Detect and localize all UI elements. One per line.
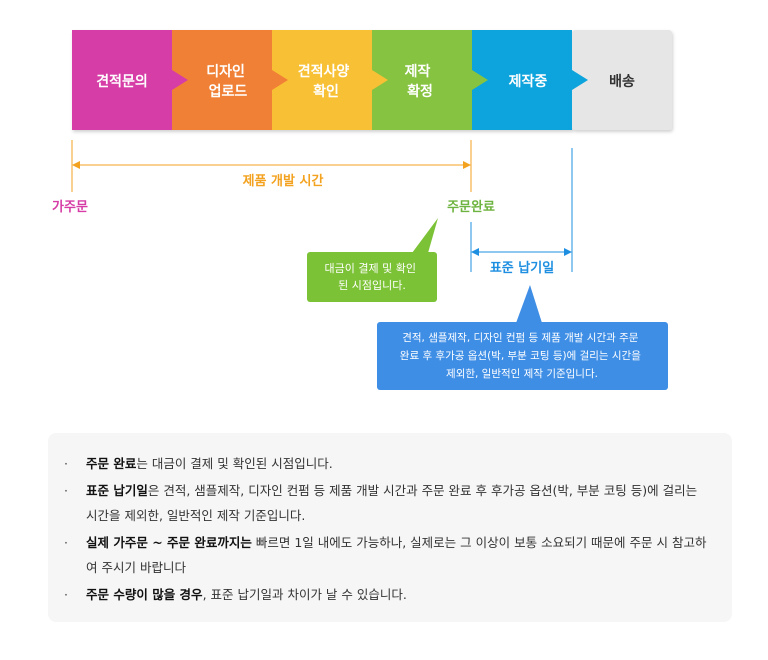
note-bold: 주문 수량이 많을 경우 xyxy=(86,587,203,602)
step-box-spec xyxy=(272,30,388,130)
step-label-inquiry: 견적문의 xyxy=(96,73,148,90)
step-label-upload: 디자인 업로드 xyxy=(206,63,250,100)
note-item: · 표준 납기일은 견적, 샘플제작, 디자인 컨펌 등 제품 개발 시간과 주문… xyxy=(64,478,708,528)
step-label-delivery: 배송 xyxy=(609,74,635,90)
bullet: · xyxy=(64,587,68,602)
dev-arrowhead-right xyxy=(463,161,471,169)
std-delivery-label: 표준 납기일 xyxy=(490,261,554,276)
callout-green-pointer xyxy=(412,218,438,253)
note-bold: 주문 완료 xyxy=(86,456,137,471)
note-bold: 실제 가주문 ~ 주문 완료까지는 xyxy=(86,535,252,550)
std-arrowhead-left xyxy=(471,248,479,256)
callout-green-text: 대금이 결제 및 확인 된 시점입니다. xyxy=(325,262,420,292)
step-box-delivery xyxy=(572,30,672,130)
note-item: · 주문 수량이 많을 경우, 표준 납기일과 차이가 날 수 있습니다. xyxy=(64,582,708,607)
step-box-production xyxy=(472,30,588,130)
order-complete-label: 주문완료 xyxy=(447,200,495,215)
note-bold: 표준 납기일 xyxy=(86,483,148,498)
note-item: · 주문 완료는 대금이 결제 및 확인된 시점입니다. xyxy=(64,451,708,476)
bullet: · xyxy=(64,456,68,471)
note-text: , 표준 납기일과 차이가 날 수 있습니다. xyxy=(202,587,407,602)
std-delivery-span: 표준 납기일 xyxy=(470,148,573,276)
std-arrowhead-right xyxy=(564,248,572,256)
callout-std-delivery: 견적, 샘플제작, 디자인 컨펌 등 제품 개발 시간과 주문 완료 후 후가공… xyxy=(377,285,668,390)
dev-arrowhead-left xyxy=(72,161,80,169)
bullet: · xyxy=(64,483,68,498)
callout-blue-box xyxy=(377,322,668,390)
notes-list: · 주문 완료는 대금이 결제 및 확인된 시점입니다. · 표준 납기일은 견적,… xyxy=(48,433,732,607)
note-item: · 실제 가주문 ~ 주문 완료까지는 빠르면 1일 내에도 가능하나, 실제로는… xyxy=(64,530,708,580)
process-steps xyxy=(72,30,672,130)
step-box-inquiry xyxy=(72,30,188,130)
step-label-production: 제작중 xyxy=(509,73,548,90)
callout-blue-pointer xyxy=(516,285,542,323)
note-text: 은 견적, 샘플제작, 디자인 컨펌 등 제품 개발 시간과 주문 완료 후 후… xyxy=(86,483,698,523)
step-box-upload xyxy=(172,30,288,130)
step-label-confirm: 제작 확정 xyxy=(405,63,436,100)
dev-time-label: 제품 개발 시간 xyxy=(243,173,324,189)
callout-green-box xyxy=(307,252,437,302)
notes-panel: · 주문 완료는 대금이 결제 및 확인된 시점입니다. · 표준 납기일은 견적,… xyxy=(48,433,732,622)
callout-order-complete: 대금이 결제 및 확인 된 시점입니다. xyxy=(307,218,438,302)
bullet: · xyxy=(64,535,68,550)
step-box-confirm xyxy=(372,30,488,130)
note-text: 는 대금이 결제 및 확인된 시점입니다. xyxy=(136,456,333,471)
dev-time-span: 제품 개발 시간 xyxy=(71,140,472,192)
step-label-spec: 견적사양 확인 xyxy=(298,63,354,100)
note-text: 빠르면 1일 내에도 가능하나, 실제로는 그 이상이 보통 소요되기 때문에 … xyxy=(86,535,707,575)
pre-order-label: 가주문 xyxy=(52,200,88,215)
callout-blue-text: 견적, 샘플제작, 디자인 컨펌 등 제품 개발 시간과 주문 완료 후 후가공… xyxy=(400,332,644,380)
